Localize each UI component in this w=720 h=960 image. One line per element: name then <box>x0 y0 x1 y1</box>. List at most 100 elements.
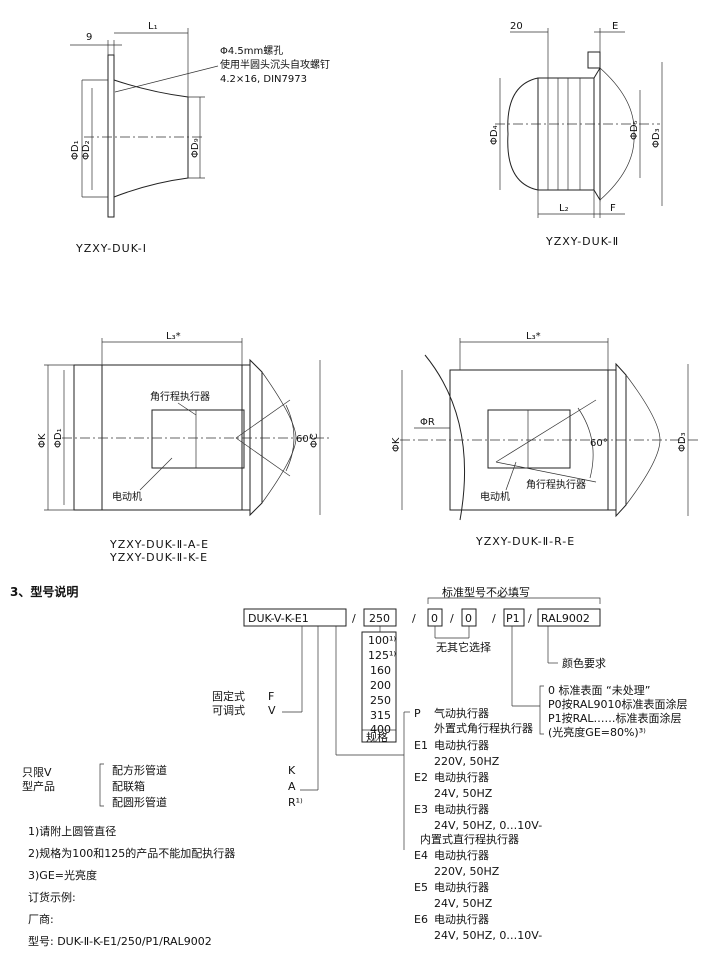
code-option-2: 0 <box>465 612 472 625</box>
section-heading: 3、型号说明 <box>10 584 78 599</box>
fig1-note-1: Φ4.5mm螺孔 <box>220 45 283 57</box>
fig4-dim-k: ΦK <box>391 437 402 452</box>
fig4-motor-label: 电动机 <box>480 490 510 503</box>
fixed-code: F <box>268 690 274 703</box>
fig1-note-2: 使用半圆头沉头自攻螺钉 <box>220 58 330 71</box>
note-standard-model: 标准型号不必填写 <box>442 585 530 599</box>
act-e4-line2: 220V, 50HZ <box>434 865 500 878</box>
act-e2-line1: 电动执行器 <box>434 770 489 784</box>
act-e3-code: E3 <box>414 803 428 816</box>
fig3-actuator-label: 角行程执行器 <box>150 390 210 403</box>
figure-duk-2: 20 E ΦD₄ ΦD₅ ΦD₃ L₂ F YZXY-DUK-Ⅱ <box>489 21 663 248</box>
adjustable-code: V <box>268 704 276 717</box>
act-e5-line1: 电动执行器 <box>434 880 489 894</box>
fig4-actuator-box <box>487 409 571 469</box>
fig2-dim-20: 20 <box>510 21 523 32</box>
act-e3-line1: 电动执行器 <box>434 802 489 816</box>
fig3-dim-k: ΦK <box>37 433 48 448</box>
mount-plenum-code: A <box>288 780 296 793</box>
mount-square-duct: 配方形管道 <box>112 763 167 777</box>
act-e1-line1: 电动执行器 <box>434 738 489 752</box>
act-e6-line1: 电动执行器 <box>434 912 489 926</box>
size-400: 400 <box>370 723 391 736</box>
act-e3-line2: 24V, 50HZ, 0…10V- <box>434 819 542 832</box>
footnote-1: 1)请附上圆管直径 <box>28 824 116 838</box>
fig2-dim-e: E <box>612 21 618 32</box>
fig2-dim-d3: ΦD₃ <box>651 128 662 148</box>
surface-p1: P1按RAL……标准表面涂层 <box>548 711 681 725</box>
fig3-angle: 60° <box>296 434 314 445</box>
size-column <box>361 631 397 743</box>
surface-p0: P0按RAL9010标准表面涂层 <box>548 697 687 711</box>
fig1-caption: YZXY-DUK-Ⅰ <box>75 242 147 255</box>
act-e3-line3: 内置式直行程执行器 <box>420 832 519 846</box>
fig2-dome <box>507 77 539 191</box>
order-example-model: 型号: DUK-Ⅱ-K-E1/250/P1/RAL9002 <box>28 934 212 948</box>
mount-round-duct: 配圆形管道 <box>112 795 167 809</box>
fig3-dim-d1: ΦD₁ <box>53 428 64 448</box>
fixed-type: 固定式 <box>212 689 245 703</box>
size-100: 100¹⁾ <box>368 634 396 647</box>
fig1-dim-l1: L₁ <box>148 21 158 32</box>
fig2-dim-f: F <box>610 203 616 214</box>
fig3-dim-c: ΦC <box>309 433 320 448</box>
figure-duk-1: 9 L₁ ΦD₁ ΦD₂ ΦD₉ Φ4.5mm螺孔 使用半圆头沉头自攻螺钉 4.… <box>70 21 330 255</box>
code-surface: P1 <box>506 612 520 625</box>
fig1-dim-d2: ΦD₂ <box>81 140 92 160</box>
svg-text:/: / <box>352 612 356 625</box>
size-160: 160 <box>370 664 391 677</box>
fig1-dim-9: 9 <box>86 32 92 43</box>
fig3-caption-1: YZXY-DUK-Ⅱ-A-E <box>109 538 209 551</box>
act-e4-code: E4 <box>414 849 428 862</box>
figure-duk-2-r-e: 60° L₃* ΦR ΦK ΦD₃ 角行程执行器 电动机 YZXY-DUK-Ⅱ-… <box>391 331 700 548</box>
code-main: DUK-V-K-E1 <box>248 612 309 625</box>
fig4-actuator-label: 角行程执行器 <box>526 478 586 491</box>
mount-square-code: K <box>288 764 296 777</box>
limit-v-line-1: 只限Ⅴ <box>22 766 52 779</box>
svg-text:/: / <box>412 612 416 625</box>
code-box-surface <box>503 608 525 627</box>
fig2-dim-d5: ΦD₅ <box>629 120 640 140</box>
fig4-dim-r: ΦR <box>420 417 435 428</box>
fig4-caption: YZXY-DUK-Ⅱ-R-E <box>475 535 575 548</box>
surface-0: 0 标准表面 “未处理” <box>548 683 650 697</box>
svg-text:/: / <box>492 612 496 625</box>
code-size: 250 <box>369 612 390 625</box>
act-e2-code: E2 <box>414 771 428 784</box>
act-e4-line1: 电动执行器 <box>434 848 489 862</box>
fig4-dim-l3: L₃* <box>526 331 541 342</box>
fig1-dim-d9: ΦD₉ <box>190 138 201 158</box>
act-e5-code: E5 <box>414 881 428 894</box>
fig2-caption: YZXY-DUK-Ⅱ <box>545 235 619 248</box>
code-box-main <box>243 608 347 627</box>
fig3-motor-label: 电动机 <box>112 490 142 503</box>
code-color: RAL9002 <box>541 612 590 625</box>
svg-text:/: / <box>450 612 454 625</box>
act-p-code: P <box>414 707 421 720</box>
act-e1-code: E1 <box>414 739 428 752</box>
fig1-note-3: 4.2×16, DIN7973 <box>220 74 307 85</box>
figure-duk-2-a-e: 60° L₃* ΦK ΦD₁ ΦC 角行程执行器 电动机 YZXY-DUK-Ⅱ-… <box>37 331 330 564</box>
size-250: 250 <box>370 694 391 707</box>
act-e6-code: E6 <box>414 913 428 926</box>
limit-v-line-2: 型产品 <box>22 779 55 793</box>
size-200: 200 <box>370 679 391 692</box>
fig2-dim-l2: L₂ <box>559 203 569 214</box>
fig3-caption-2: YZXY-DUK-Ⅱ-K-E <box>109 551 208 564</box>
footnote-2: 2)规格为100和125的产品不能加配执行器 <box>28 846 235 860</box>
adjustable-type: 可调式 <box>212 704 245 717</box>
model-code-section: 3、型号说明 标准型号不必填写 DUK-V-K-E1 / 250 / 0 / 0… <box>10 584 687 948</box>
surface-gloss: (光亮度GE=80%)³⁾ <box>548 725 646 739</box>
mount-round-code: R¹⁾ <box>288 796 303 809</box>
fig4-round-duct <box>424 354 465 521</box>
act-e2-line2: 24V, 50HZ <box>434 787 493 800</box>
no-other-selection: 无其它选择 <box>436 640 491 654</box>
act-e5-line2: 24V, 50HZ <box>434 897 493 910</box>
act-p-line2: 外置式角行程执行器 <box>434 721 533 735</box>
fig3-dim-l3: L₃* <box>166 331 181 342</box>
fig2-dim-d4: ΦD₄ <box>489 125 500 145</box>
size-315: 315 <box>370 709 391 722</box>
footnote-3: 3)GE=光亮度 <box>28 868 97 882</box>
code-box-color <box>537 608 601 627</box>
